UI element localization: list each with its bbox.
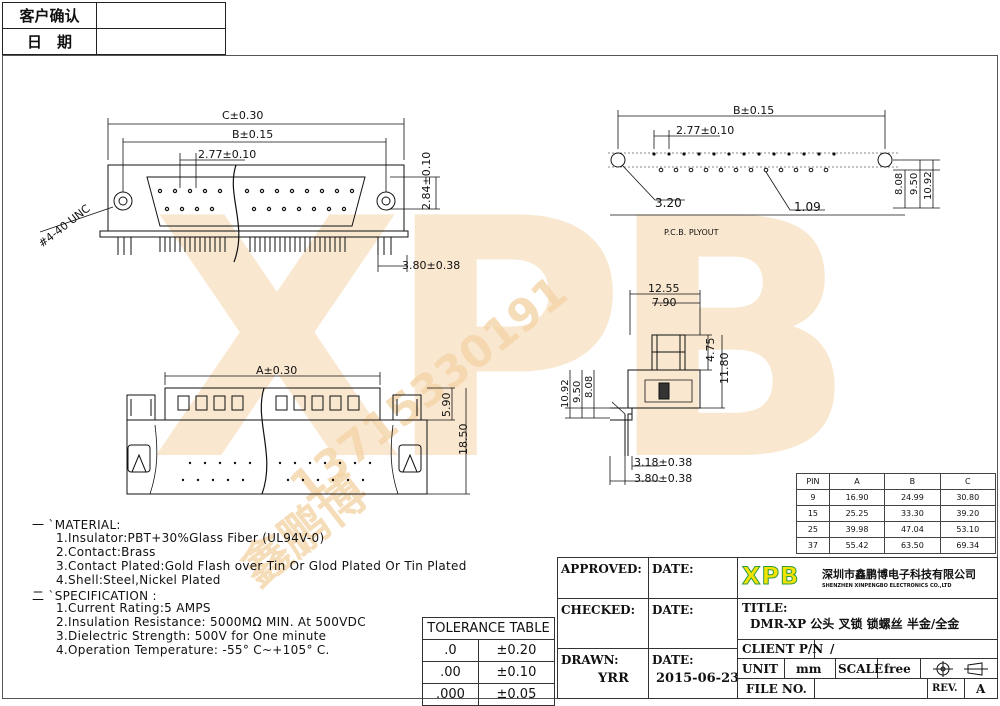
table-cell: 55.42 [828, 537, 886, 554]
table-cell: .000 [422, 683, 479, 706]
material-4: 4.Shell:Steel,Nickel Plated [56, 573, 221, 587]
approved-date-label: DATE: [652, 562, 694, 576]
table-cell: 25.25 [828, 505, 886, 522]
dim-b: B±0.15 [232, 128, 274, 141]
front-view [39, 118, 440, 272]
spec-title: 二 `SPECIFICATION : [32, 589, 157, 603]
drawn-date: 2015-06-23 [656, 671, 740, 686]
pcb-dim-pitch: 2.77±0.10 [676, 124, 735, 137]
side-dim-380: 3.80±0.38 [634, 472, 693, 485]
company-logo: XPB [741, 562, 800, 591]
dim-pitch: 2.77±0.10 [198, 148, 257, 161]
side-dim-950: 9.50 [572, 380, 583, 403]
table-cell: 9 [796, 489, 830, 506]
pcb-layout [608, 110, 940, 216]
c-header: C [939, 473, 997, 490]
side-dim-475: 4.75 [704, 337, 717, 363]
table-cell: 53.10 [939, 521, 997, 538]
side-dim-318: 3.18±0.38 [634, 456, 693, 469]
table-cell: 39.20 [939, 505, 997, 522]
drawn-by: YRR [598, 671, 629, 686]
table-cell: 16.90 [828, 489, 886, 506]
material-2: 2.Contact:Brass [56, 545, 156, 559]
drawn-label: DRAWN: [561, 653, 619, 667]
company-name-en: SHENZHEN XINPENGBO ELECTRONICS CO.,LTD [822, 583, 952, 589]
side-dim-1255: 12.55 [648, 282, 680, 295]
side-view [565, 290, 725, 485]
bottom-view [126, 372, 470, 495]
spec-2: 2.Insulation Resistance: 5000MΩ MIN. At … [56, 615, 366, 629]
table-cell: 47.04 [884, 521, 941, 538]
side-dim-1092: 10.92 [560, 379, 571, 408]
table-cell: .0 [422, 639, 479, 662]
pcb-dim-b: B±0.15 [733, 104, 775, 117]
table-cell: 63.50 [884, 537, 941, 554]
side-dim-808: 8.08 [584, 375, 595, 398]
approved-label: APPROVED: [561, 562, 642, 576]
pcb-label: P.C.B. PLYOUT [664, 228, 719, 237]
dim-c: C±0.30 [222, 109, 264, 122]
pcb-dim-320: 3.20 [655, 196, 682, 210]
rev-value: A [976, 682, 986, 696]
dim-1850: 18.50 [457, 423, 470, 456]
title-label: TITLE: [742, 601, 788, 615]
unit-value: mm [796, 662, 822, 676]
date-field [96, 28, 226, 55]
table-cell: ±0.05 [477, 683, 556, 706]
checked-date-label: DATE: [652, 603, 694, 617]
material-title: 一 `MATERIAL: [32, 518, 121, 532]
table-cell: 39.98 [828, 521, 886, 538]
table-cell: .00 [422, 661, 479, 684]
file-label: FILE NO. [746, 682, 807, 696]
projection-icon [933, 661, 988, 677]
rev-label-cell [927, 678, 965, 699]
tolerance-title: TOLERANCE TABLE [422, 617, 555, 640]
pcb-dim-109: 1.09 [794, 200, 821, 214]
table-cell: 30.80 [939, 489, 997, 506]
rev-label: REV. [932, 683, 958, 694]
client-value: / [830, 642, 835, 656]
pcb-dim-1092: 10.92 [923, 171, 934, 200]
table-cell: 69.34 [939, 537, 997, 554]
dim-a: A±0.30 [256, 364, 298, 377]
unit-label: UNIT [742, 662, 778, 676]
pcb-dim-808: 8.08 [894, 172, 905, 195]
dim-height-284: 2.84±0.10 [420, 151, 433, 210]
table-cell: ±0.20 [477, 639, 556, 662]
file-label-cell [737, 678, 815, 699]
b-header: B [884, 473, 941, 490]
spec-4: 4.Operation Temperature: -55° C~+105° C. [56, 643, 330, 657]
table-cell: 37 [796, 537, 830, 554]
tolerance-table: TOLERANCE TABLE .0±0.20 .00±0.10 .000±0.… [422, 617, 556, 706]
table-cell: ±0.10 [477, 661, 556, 684]
table-cell: 25 [796, 521, 830, 538]
side-dim-790: 7.90 [652, 296, 677, 309]
a-header: A [828, 473, 886, 490]
table-cell: 15 [796, 505, 830, 522]
checked-label: CHECKED: [561, 603, 635, 617]
dim-590: 5.90 [440, 392, 453, 418]
pin-dimension-table: PIN A B C 9 16.90 24.99 30.80 15 25.25 3… [796, 473, 997, 554]
scale-value: free [884, 662, 911, 676]
dim-width-380: 3.80±0.38 [402, 259, 461, 272]
scale-label: SCALE [838, 662, 884, 676]
spec-1: 1.Current Rating:5 AMPS [56, 601, 211, 615]
table-cell: 33.30 [884, 505, 941, 522]
spec-3: 3.Dielectric Strength: 500V for One minu… [56, 629, 327, 643]
side-dim-1180: 11.80 [718, 352, 731, 385]
table-cell: 24.99 [884, 489, 941, 506]
drawn-date-label: DATE: [652, 653, 694, 667]
pin-header: PIN [796, 473, 830, 490]
material-3: 3.Contact Plated:Gold Flash over Tin Or … [56, 559, 467, 573]
title-value: DMR-XP 公头 叉锁 锁螺丝 半金/全金 [750, 617, 960, 631]
company-name-cn: 深圳市鑫鹏博电子科技有限公司 [822, 568, 976, 581]
material-1: 1.Insulator:PBT+30%Glass Fiber (UL94V-0) [56, 531, 325, 545]
client-label: CLIENT P/N [742, 642, 824, 656]
watermark-logo: XPB [150, 149, 838, 533]
pcb-dim-950: 9.50 [909, 172, 920, 195]
